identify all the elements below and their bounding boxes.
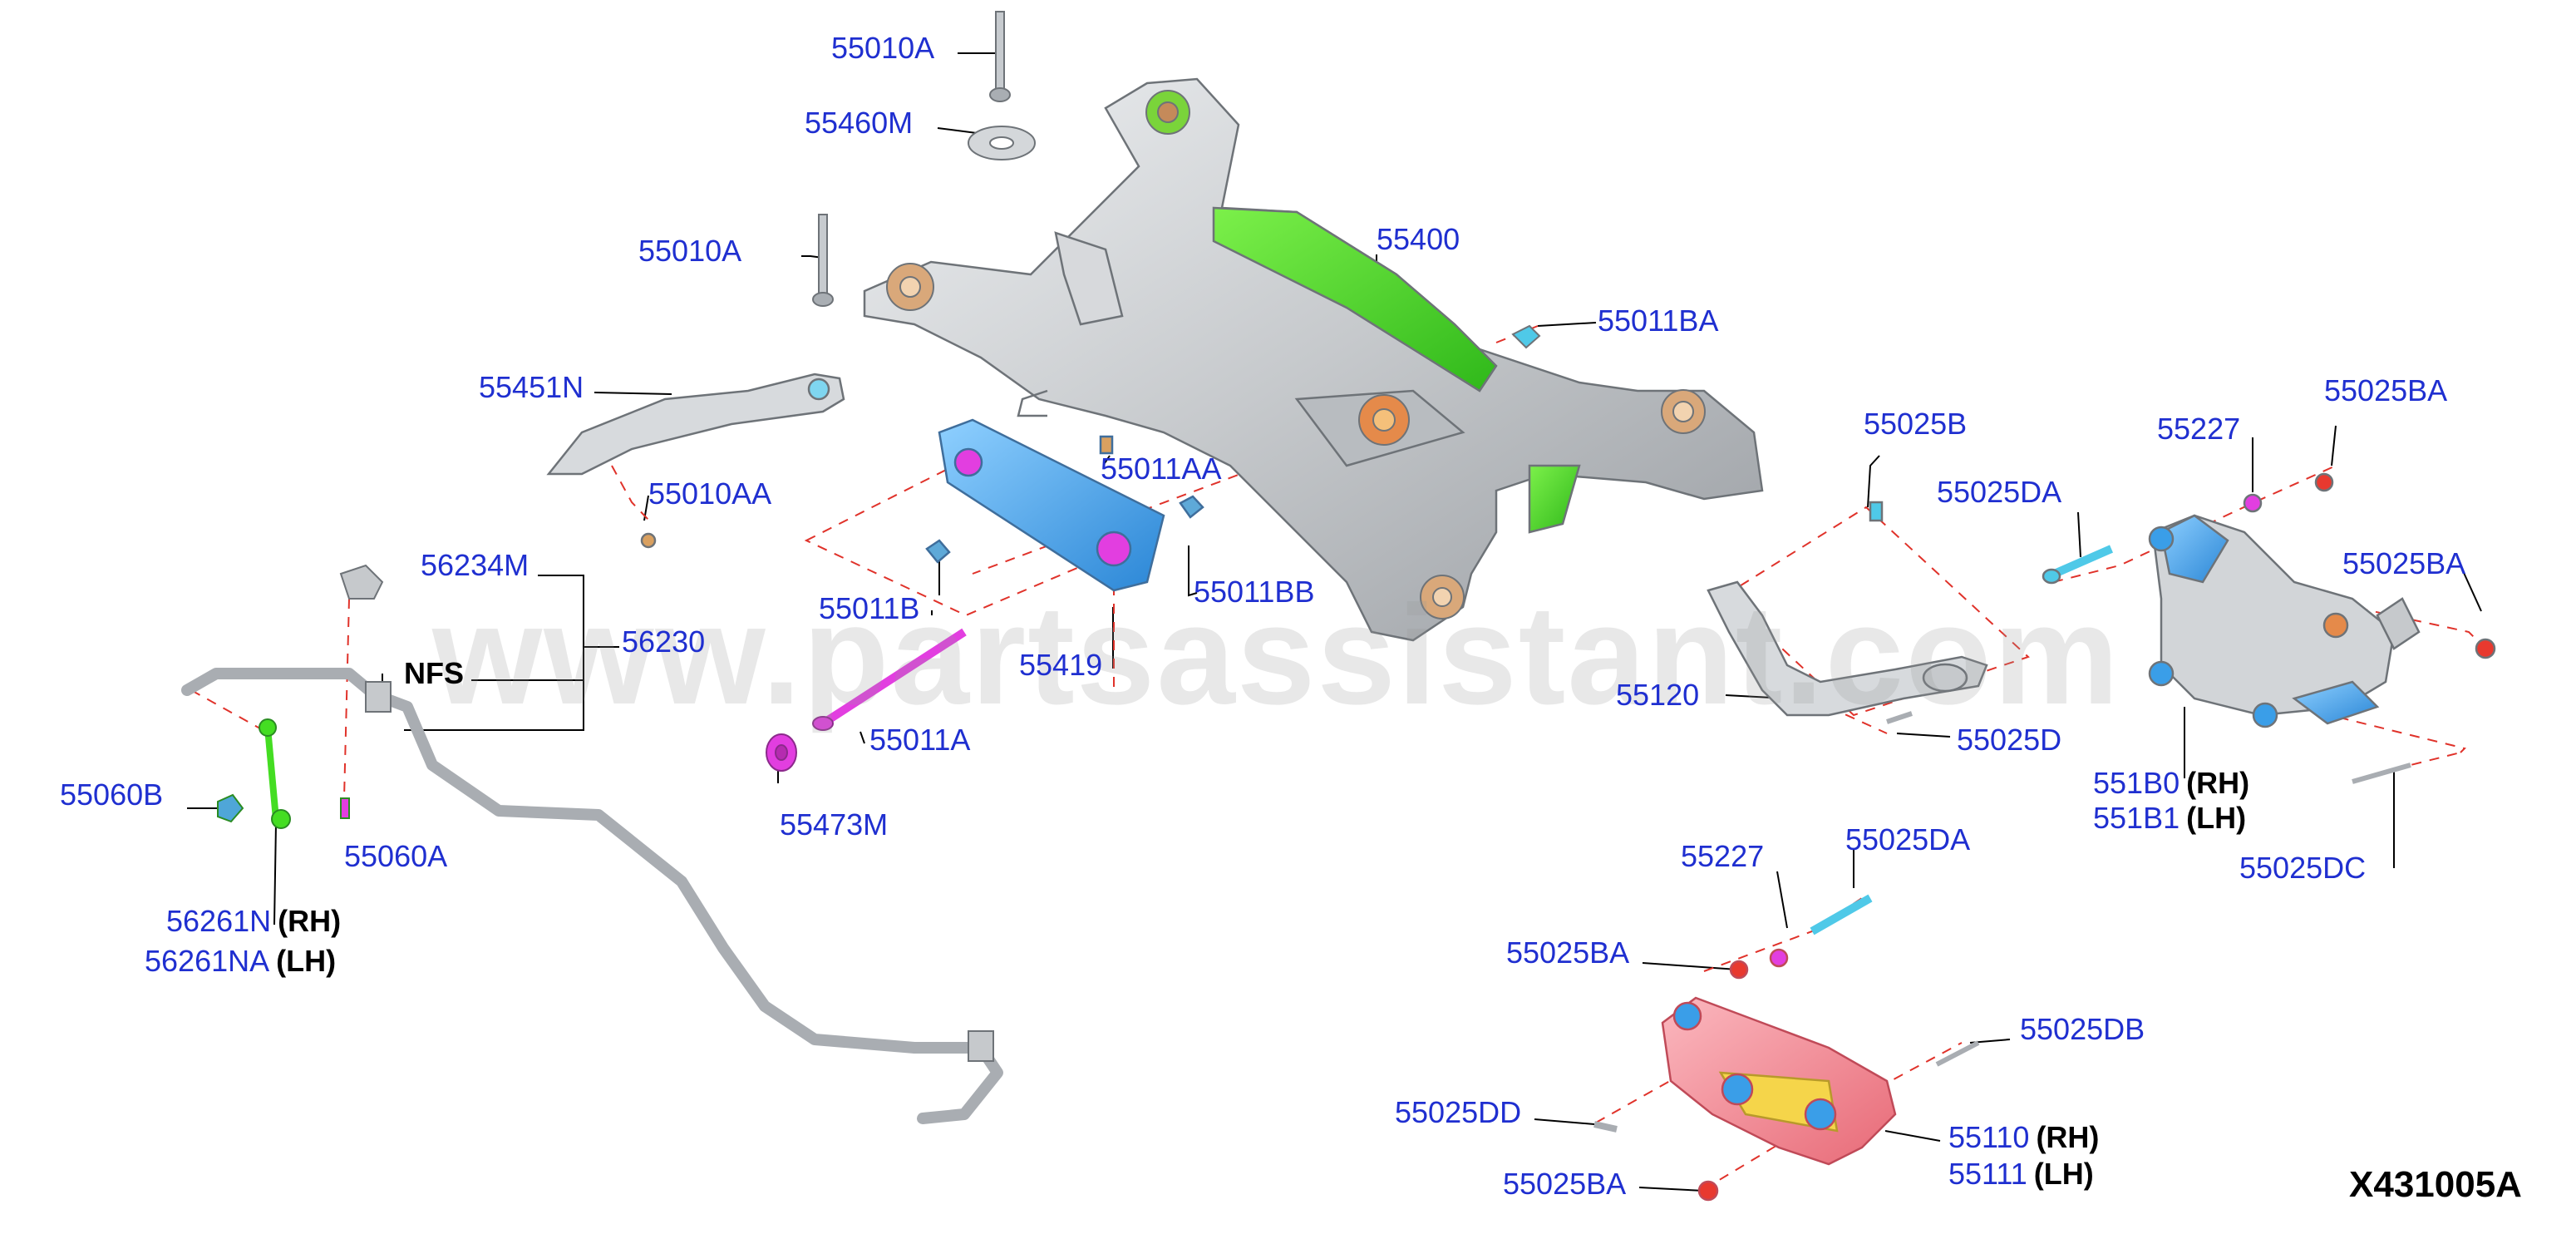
part-number: 55460M [805,106,914,140]
part-number: 56261N [166,904,272,938]
callout-56261N[interactable]: 56261N(RH) [166,906,341,936]
part-number: 55011AA [1101,452,1222,486]
part-number: 55011B [819,591,920,625]
callout-55011AA[interactable]: 55011AA [1101,454,1221,484]
arm-55120 [1707,501,1988,724]
bracket-55419 [925,418,1204,592]
callout-55227[interactable]: 55227 [1681,842,1764,871]
stabilizer-bushings [339,564,994,1062]
callout-55419[interactable]: 55419 [1019,650,1102,680]
callout-55451N[interactable]: 55451N [479,373,584,402]
callout-55227[interactable]: 55227 [2157,414,2240,444]
part-number: 55025BA [1506,935,1630,970]
part-number: 55025DA [1845,822,1971,856]
callout-55011A[interactable]: 55011A [869,725,970,755]
part-number: 55010AA [648,476,772,511]
part-number: 55025BA [1503,1167,1627,1201]
arm-55451N [546,373,845,549]
callout-55025DB[interactable]: 55025DB [2020,1014,2145,1044]
subframe-bushings [886,90,1706,619]
callout-55460M[interactable]: 55460M [805,108,913,138]
part-number: 55060A [344,839,448,873]
callout-55010A[interactable]: 55010A [831,33,934,63]
part-number: 55025BA [2324,373,2448,407]
callout-55011BA[interactable]: 55011BA [1598,306,1718,336]
part-number: 56261NA [145,944,270,978]
side-indicator: (LH) [2186,801,2247,835]
side-indicator: (RH) [2036,1120,2100,1154]
callout-55400[interactable]: 55400 [1377,225,1460,254]
part-number: 55025B [1864,407,1968,441]
callout-55025DA[interactable]: 55025DA [1937,477,2061,507]
callout-55110[interactable]: 55110(RH) [1948,1123,2099,1153]
callout-56234M[interactable]: 56234M [421,550,529,580]
part-number: 55227 [2157,412,2241,446]
callout-551B1[interactable]: 551B1(LH) [2093,803,2246,833]
callout-55025DC[interactable]: 55025DC [2239,853,2366,883]
part-number: 55400 [1377,222,1460,256]
part-number: 55111 [1948,1157,2027,1191]
callout-55120[interactable]: 55120 [1616,680,1699,710]
part-number: 55473M [780,807,889,842]
part-number: 55060B [60,777,164,812]
callout-55025DA[interactable]: 55025DA [1845,825,1970,855]
part-number: 551B0 [2093,766,2180,800]
arm-55110 [1593,894,1980,1202]
top-fasteners [812,11,1541,349]
callout-56230[interactable]: 56230 [622,627,705,657]
part-number: 55011BB [1194,575,1315,609]
callout-55025BA[interactable]: 55025BA [1506,938,1629,968]
callout-55060B[interactable]: 55060B [60,780,163,810]
stabilizer-link-56261N [217,718,350,829]
part-number: 55025DC [2239,851,2367,885]
callout-56261NA[interactable]: 56261NA(LH) [145,946,336,976]
diagram-code: X431005A [2349,1164,2522,1205]
callout-55010AA[interactable]: 55010AA [648,479,771,509]
part-number: 55227 [1681,839,1765,873]
callout-nfs: NFS [404,659,464,689]
callout-55111[interactable]: 55111(LH) [1948,1159,2094,1189]
callout-55025D[interactable]: 55025D [1957,725,2061,755]
side-indicator: (RH) [278,904,342,938]
part-number: 55419 [1019,648,1103,682]
part-number: 56234M [421,548,529,582]
side-indicator: (LH) [276,944,337,978]
nfs-label: NFS [404,656,464,690]
side-indicator: (RH) [2186,766,2250,800]
part-number: 55120 [1616,678,1700,712]
part-number: 55011A [869,723,971,757]
callout-55011B[interactable]: 55011B [819,594,919,624]
bolt-55011A [766,628,967,772]
subframe-55400 [863,77,1764,642]
callout-55060A[interactable]: 55060A [344,842,447,871]
part-number: 55025DA [1937,475,2062,509]
side-indicator: (LH) [2033,1157,2094,1191]
callout-55025DD[interactable]: 55025DD [1395,1098,1521,1128]
part-number: 55010A [831,31,935,65]
part-number: 55110 [1948,1120,2030,1154]
callout-55011BB[interactable]: 55011BB [1194,577,1314,607]
part-number: 56230 [622,624,706,659]
part-number: 55011BA [1598,304,1719,338]
part-number: 55025DB [2020,1012,2145,1046]
callout-55473M[interactable]: 55473M [780,810,888,840]
part-number: 55451N [479,370,584,404]
part-number: 55025DD [1395,1095,1522,1129]
callout-55025B[interactable]: 55025B [1864,409,1967,439]
knuckle-551B0 [2042,472,2496,784]
callout-55025BA[interactable]: 55025BA [2324,376,2447,406]
callout-55025BA[interactable]: 55025BA [1503,1169,1626,1199]
part-number: 55025D [1957,723,2062,757]
callout-551B0[interactable]: 551B0(RH) [2093,768,2249,798]
part-number: 55010A [638,234,742,268]
callout-55010A[interactable]: 55010A [638,236,741,266]
part-number: 55025BA [2342,546,2466,580]
callout-55025BA[interactable]: 55025BA [2342,549,2465,579]
part-number: 551B1 [2093,801,2180,835]
